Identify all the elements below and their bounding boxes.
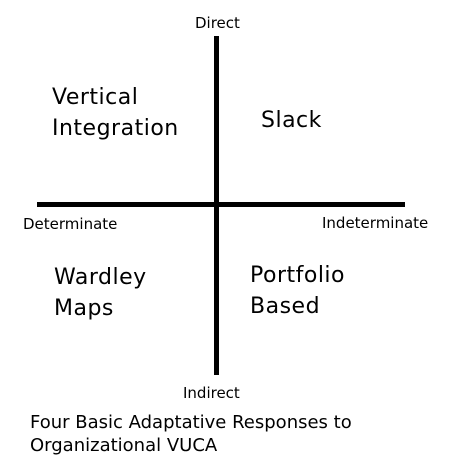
axis-label-indeterminate: Indeterminate	[322, 214, 429, 232]
quadrant-bottom-right-line-2: Based	[250, 294, 321, 319]
horizontal-axis	[37, 202, 405, 207]
quadrant-bottom-right-line-1: Portfolio	[250, 263, 346, 288]
quadrant-bottom-left-line-2: Maps	[54, 296, 114, 321]
diagram-caption: Four Basic Adaptative Responses to Organ…	[30, 411, 352, 457]
quadrant-top-left-line-2: Integration	[52, 116, 179, 141]
quadrant-bottom-left-line-1: Wardley	[54, 265, 147, 290]
quadrant-top-left-line-1: Vertical	[52, 85, 139, 110]
quadrant-top-left: Vertical Integration	[52, 82, 179, 144]
quadrant-top-right: Slack	[261, 105, 322, 136]
quadrant-top-right-line-1: Slack	[261, 108, 322, 133]
quadrant-bottom-left: Wardley Maps	[54, 262, 147, 324]
caption-line-1: Four Basic Adaptative Responses to	[30, 412, 352, 433]
axis-label-direct: Direct	[195, 14, 240, 32]
quadrant-bottom-right: Portfolio Based	[250, 260, 345, 322]
axis-label-determinate: Determinate	[23, 215, 118, 233]
axis-label-indirect: Indirect	[183, 384, 240, 402]
caption-line-2: Organizational VUCA	[30, 435, 218, 456]
